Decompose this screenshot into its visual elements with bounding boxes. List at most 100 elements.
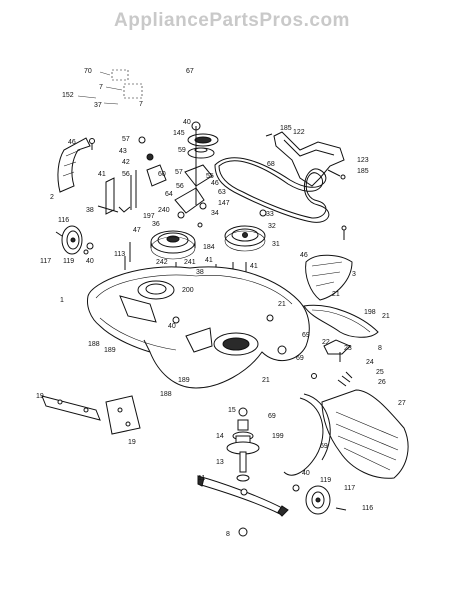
callout: 40 <box>86 258 94 265</box>
callout: 240 <box>158 207 170 214</box>
callout-labels: 70 67 7 152 37 7 40 145 185 122 46 57 59… <box>36 68 406 538</box>
bolt-33 <box>259 209 267 217</box>
callout: 68 <box>267 161 275 168</box>
callout: 59 <box>178 147 186 154</box>
callout: 67 <box>186 68 194 75</box>
callout: 25 <box>376 369 384 376</box>
callout: 43 <box>119 148 127 155</box>
callout: 122 <box>293 129 305 136</box>
callout: 27 <box>398 400 406 407</box>
callout: 2 <box>50 194 54 201</box>
callout: 197 <box>143 213 155 220</box>
callout: 41 <box>205 257 213 264</box>
gauge-wheel-left <box>55 225 94 255</box>
callout: 38 <box>196 269 204 276</box>
callout: 21 <box>332 291 340 298</box>
callout: 41 <box>250 263 258 270</box>
callout: 63 <box>218 189 226 196</box>
blade-bolt <box>238 527 248 537</box>
callout: 69 <box>320 443 328 450</box>
callout: 188 <box>160 391 172 398</box>
callout: 19 <box>36 393 44 400</box>
callout: 22 <box>322 339 330 346</box>
callout: 40 <box>168 323 176 330</box>
callout: 199 <box>272 433 284 440</box>
discharge-chute <box>321 389 409 479</box>
callout: 33 <box>266 211 274 218</box>
spindle-assembly <box>226 407 260 482</box>
callout: 47 <box>133 227 141 234</box>
baffle <box>303 304 379 338</box>
callout: 116 <box>58 217 69 224</box>
spindle-pulley-left <box>150 230 196 260</box>
callout: 21 <box>382 313 390 320</box>
lift-brackets <box>41 395 141 435</box>
callout: 69 <box>302 332 310 339</box>
callout: 31 <box>272 241 280 248</box>
callout: 241 <box>184 259 196 266</box>
callout: 185 <box>280 125 292 132</box>
callout: 19 <box>128 439 136 446</box>
callout: 55 <box>206 173 214 180</box>
callout: 119 <box>63 258 74 265</box>
callout: 70 <box>84 68 92 75</box>
callout: 152 <box>62 92 74 99</box>
callout: 37 <box>94 102 102 109</box>
watermark: AppliancePartsPros.com <box>114 10 350 31</box>
callout: 23 <box>344 345 352 352</box>
callout: 147 <box>218 200 230 207</box>
callout: 21 <box>262 377 270 384</box>
callout: 46 <box>300 252 308 259</box>
callout: 56 <box>122 171 130 178</box>
callout: 57 <box>175 169 183 176</box>
callout: 117 <box>40 258 51 265</box>
callout: 24 <box>366 359 374 366</box>
callout: 189 <box>104 347 116 354</box>
belt-shield-right <box>305 254 353 301</box>
callout: 46 <box>68 139 76 146</box>
callout: 41 <box>98 171 106 178</box>
callout: 46 <box>211 180 219 187</box>
callout: 40 <box>183 119 191 126</box>
callout: 36 <box>152 221 160 228</box>
callout: 185 <box>357 168 369 175</box>
callout: 57 <box>122 136 130 143</box>
callout: 64 <box>165 191 173 198</box>
callout: 123 <box>357 157 369 164</box>
decal-parts <box>77 69 143 105</box>
callout: 60 <box>158 171 166 178</box>
callout: 1 <box>60 297 64 304</box>
callout: 7 <box>139 101 143 108</box>
belt-guide-bracket <box>265 131 346 187</box>
mount-bracket-left <box>97 177 119 215</box>
callout: 21 <box>278 301 286 308</box>
nut-34 <box>197 222 203 228</box>
callout: 200 <box>182 287 194 294</box>
callout: 189 <box>178 377 190 384</box>
callout: 69 <box>268 413 276 420</box>
callout: 116 <box>362 505 373 512</box>
chute-bracket <box>311 339 353 387</box>
callout: 26 <box>378 379 386 386</box>
callout: 13 <box>216 459 224 466</box>
callout: 34 <box>211 210 219 217</box>
callout: 145 <box>173 130 185 137</box>
callout: 42 <box>122 159 130 166</box>
gauge-wheel-right <box>292 484 347 515</box>
idler-pulley-assembly <box>118 121 219 219</box>
mower-deck <box>87 266 310 389</box>
callout: 15 <box>228 407 236 414</box>
callout: 113 <box>114 251 125 258</box>
callout: 184 <box>203 244 215 251</box>
callout: 3 <box>352 271 356 278</box>
drive-belt <box>214 157 330 223</box>
callout: 8 <box>378 345 382 352</box>
callout: 188 <box>88 341 100 348</box>
callout: 32 <box>268 223 276 230</box>
callout: 11 <box>198 475 205 482</box>
spindle-pulley-right <box>224 225 266 252</box>
deflector-rod <box>283 393 331 476</box>
mower-blade <box>197 475 289 517</box>
callout: 38 <box>86 207 94 214</box>
